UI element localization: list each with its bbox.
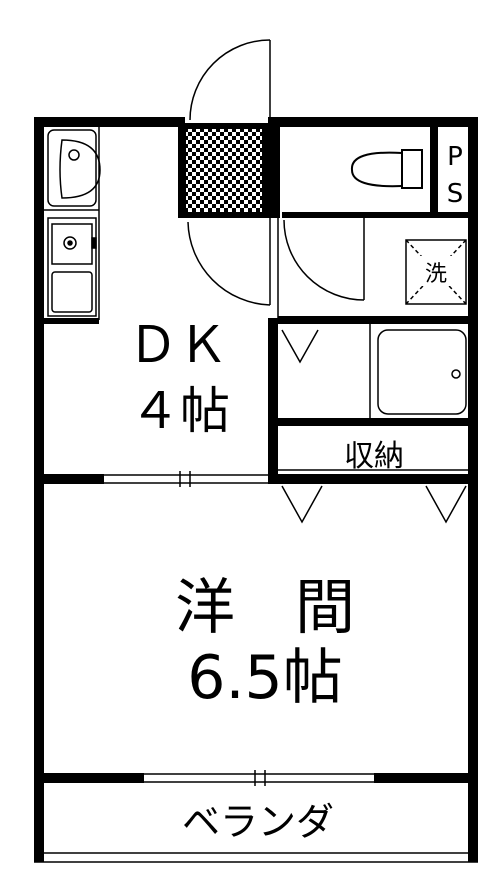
entrance-door-swing-icon bbox=[189, 39, 271, 121]
washbasin-icon bbox=[47, 129, 101, 207]
bath-door-icon bbox=[281, 324, 371, 418]
dk-size-label: ４帖 bbox=[130, 382, 230, 440]
inner-door-swing-icon bbox=[187, 218, 271, 306]
ps-label-line1: P bbox=[447, 142, 463, 172]
walls bbox=[34, 117, 478, 862]
dk-name-label: ＤＫ bbox=[128, 316, 228, 374]
window-dk-western bbox=[104, 471, 268, 487]
western-room-name-label: 洋 間 bbox=[175, 573, 355, 643]
laundry-label: 洗 bbox=[425, 262, 447, 287]
western-room-size-label: 6.5帖 bbox=[187, 643, 342, 713]
balcony-label: ベランダ bbox=[182, 800, 334, 844]
laundry-pan-icon bbox=[405, 239, 467, 305]
toilet-door-swing-icon bbox=[277, 218, 365, 318]
storage-label: 収納 bbox=[344, 439, 404, 474]
window-balcony bbox=[144, 770, 374, 786]
ps-label-line2: S bbox=[447, 179, 464, 209]
thin-lines bbox=[34, 127, 478, 863]
storage-door-icon bbox=[281, 485, 467, 524]
bathtub-icon bbox=[377, 329, 467, 415]
entrance-checker-tile-icon bbox=[178, 123, 270, 218]
stove-icon bbox=[47, 217, 97, 317]
ps-box: P S bbox=[447, 142, 464, 209]
toilet-icon bbox=[350, 149, 423, 189]
